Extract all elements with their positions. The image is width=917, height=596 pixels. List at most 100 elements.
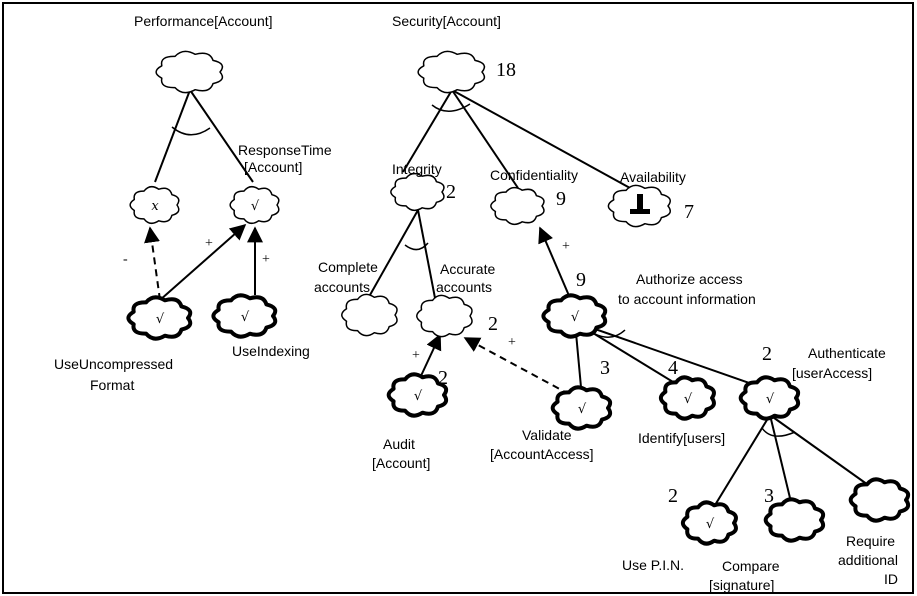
softgoal-nodes: x √ √ √ √ √ √ √ √ √ — [126, 50, 911, 546]
integrity-weight: 2 — [446, 181, 456, 203]
contrib-uncompressed-responsetime — [159, 223, 247, 301]
cloud-confidentiality — [490, 186, 545, 226]
sign-plus-authorize: + — [562, 239, 570, 254]
cloud-x-mark: x — [151, 199, 159, 214]
confidentiality-weight: 9 — [556, 188, 566, 210]
edge-security-confidentiality — [451, 89, 519, 189]
cloud-integrity — [390, 172, 445, 212]
cloud-responsetime: √ — [229, 185, 280, 225]
audit-label-2: [Account] — [372, 455, 430, 471]
and-arc-security — [431, 103, 471, 112]
cloud-validate-mark: √ — [578, 402, 587, 417]
complete-accounts-label-2: accounts — [314, 279, 370, 295]
cloud-authorize: √ — [541, 293, 608, 339]
cloud-usepin-mark: √ — [706, 517, 715, 532]
availability-block-icon — [637, 194, 643, 210]
audit-label-1: Audit — [383, 436, 415, 452]
cloud-identify: √ — [658, 375, 716, 421]
accurate-accounts-label-1: Accurate — [440, 261, 495, 277]
and-arc-authenticate — [761, 427, 796, 437]
and-arc-integrity — [404, 242, 429, 251]
cloud-uncompressed-mark: √ — [156, 312, 165, 327]
require-label-2: additional — [838, 552, 898, 568]
cloud-responsetime-mark: √ — [251, 199, 260, 214]
identify-weight: 4 — [668, 357, 678, 379]
availability-weight: 7 — [684, 201, 694, 223]
edge-authenticate-require — [769, 414, 879, 493]
integrity-label: Integrity — [392, 161, 442, 177]
responsetime-label-2: [Account] — [244, 159, 302, 175]
accurate-accounts-weight: 2 — [488, 313, 498, 335]
uncompressed-label-2: Format — [90, 377, 134, 393]
sign-plus-audit: + — [412, 348, 420, 363]
authorize-label-1: Authorize access — [636, 271, 743, 287]
validate-weight: 3 — [600, 357, 610, 379]
uncompressed-label-1: UseUncompressed — [54, 356, 173, 372]
performance-label: Performance[Account] — [134, 13, 273, 29]
use-pin-weight: 2 — [668, 485, 678, 507]
confidentiality-label: Confidentiality — [490, 167, 578, 183]
indexing-label: UseIndexing — [232, 343, 310, 359]
cloud-validate: √ — [550, 385, 613, 431]
availability-block-base — [630, 209, 650, 214]
cloud-security — [417, 50, 486, 94]
authenticate-label-1: Authenticate — [808, 345, 886, 361]
security-label: Security[Account] — [392, 13, 501, 29]
contrib-authorize-confidentiality — [538, 226, 571, 299]
cloud-indexing: √ — [211, 293, 278, 339]
cloud-x: x — [129, 185, 180, 225]
contrib-audit-accurate — [419, 333, 442, 379]
sign-minus-uncompressed: - — [123, 252, 128, 267]
authorize-weight: 9 — [576, 269, 586, 291]
validate-label-1: Validate — [522, 427, 572, 443]
cloud-uncompressed: √ — [126, 295, 193, 341]
complete-accounts-label-1: Complete — [318, 259, 378, 275]
cloud-indexing-mark: √ — [241, 310, 250, 325]
and-arc-authorize — [594, 329, 626, 338]
edge-authenticate-compare — [769, 414, 791, 499]
contrib-validate-accurate — [463, 337, 581, 401]
edge-performance-responsetime — [189, 89, 254, 183]
and-arc-performance — [171, 126, 211, 136]
authenticate-label-2: [userAccess] — [792, 365, 872, 381]
identify-label: Identify[users] — [638, 430, 725, 446]
validate-label-2: [AccountAccess] — [490, 446, 594, 462]
sign-plus-indexing: + — [262, 252, 270, 267]
edge-authenticate-pin — [711, 414, 771, 511]
authenticate-weight: 2 — [762, 343, 772, 365]
edge-security-availability — [451, 89, 631, 189]
cloud-authenticate-mark: √ — [766, 392, 775, 407]
cloud-authenticate: √ — [738, 375, 801, 421]
cloud-require — [848, 477, 911, 523]
edge-authorize-authenticate — [574, 321, 756, 386]
responsetime-label-1: ResponseTime — [238, 142, 332, 158]
audit-weight: 2 — [438, 367, 448, 389]
labels: Performance[Account] ResponseTime [Accou… — [54, 13, 898, 593]
compare-label-1: Compare — [722, 558, 780, 574]
compare-label-2: [signature] — [709, 577, 774, 593]
cloud-accurate — [416, 294, 473, 338]
cloud-usepin: √ — [680, 500, 738, 546]
edge-integrity-accurate — [417, 209, 436, 299]
require-label-1: Require — [846, 533, 895, 549]
cloud-performance — [155, 50, 224, 94]
cloud-availability — [607, 184, 671, 228]
cloud-identify-mark: √ — [684, 392, 693, 407]
cloud-audit-mark: √ — [414, 389, 423, 404]
accurate-accounts-label-2: accounts — [436, 279, 492, 295]
edge-integrity-complete — [369, 209, 419, 296]
edge-security-integrity — [402, 89, 453, 173]
cloud-audit: √ — [386, 372, 449, 418]
authorize-label-2: to account information — [618, 291, 756, 307]
contrib-uncompressed-x — [144, 226, 161, 301]
sign-plus-uncompressed: + — [205, 236, 213, 251]
security-weight: 18 — [496, 59, 516, 81]
edge-performance-x — [154, 89, 191, 183]
cloud-compare — [763, 497, 826, 543]
compare-weight: 3 — [764, 485, 774, 507]
cloud-complete — [341, 293, 398, 337]
require-label-3: ID — [884, 571, 898, 587]
cloud-authorize-mark: √ — [571, 310, 580, 325]
